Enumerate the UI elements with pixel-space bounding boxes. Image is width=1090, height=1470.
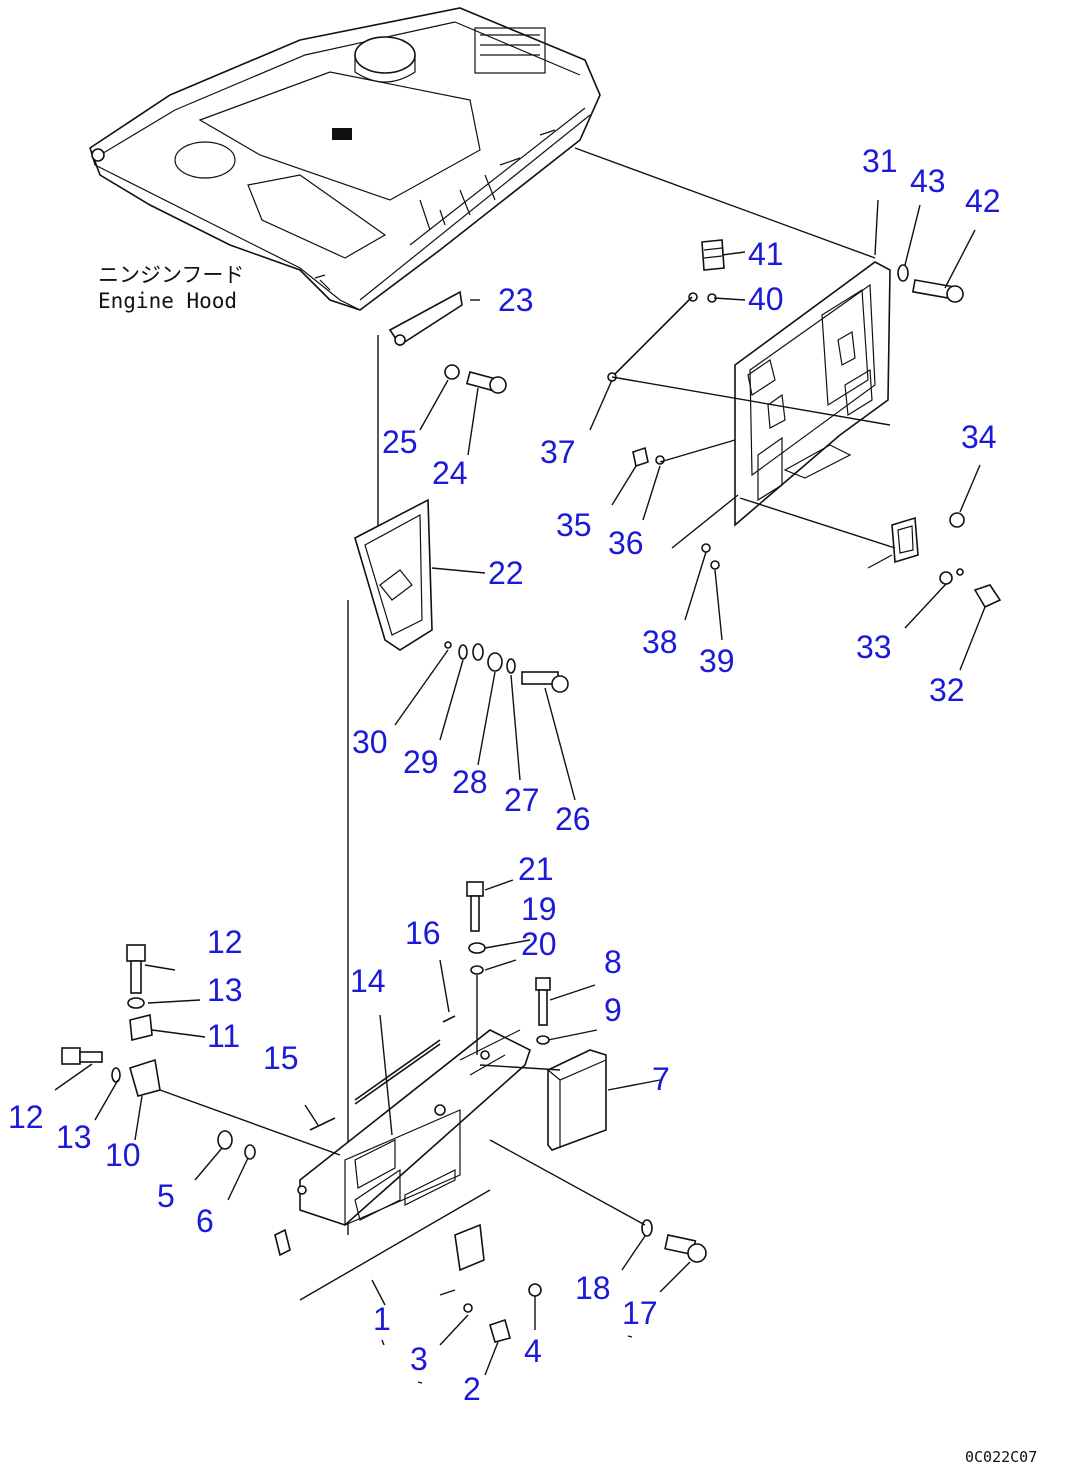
bolts-left-10-13 xyxy=(61,944,161,1097)
callout-28: 28 xyxy=(452,764,488,800)
callout-22: 22 xyxy=(488,555,524,591)
bolt-17-18 xyxy=(641,1219,707,1263)
callout-1: 1 xyxy=(373,1301,391,1337)
callout-2: 2 xyxy=(463,1371,481,1407)
callout-36: 36 xyxy=(608,525,644,561)
hinge-parts-40-43 xyxy=(688,239,964,303)
callout-labels: 1 2 3 4 5 6 7 8 9 10 11 12 12 13 13 14 1… xyxy=(8,143,1001,1407)
callout-39: 39 xyxy=(699,643,735,679)
callout-12a: 12 xyxy=(207,924,243,960)
callout-9: 9 xyxy=(604,992,622,1028)
callout-40: 40 xyxy=(748,281,784,317)
callout-35: 35 xyxy=(556,507,592,543)
plate-22 xyxy=(354,498,433,651)
callout-12b: 12 xyxy=(8,1099,44,1135)
callout-41: 41 xyxy=(748,236,784,272)
catch-32-34 xyxy=(867,512,1002,609)
hood-label-jp: ニンジンフード xyxy=(98,263,244,287)
callout-29: 29 xyxy=(403,744,439,780)
callout-14: 14 xyxy=(350,963,386,999)
callout-37: 37 xyxy=(540,434,576,470)
callout-20: 20 xyxy=(521,926,557,962)
callout-17: 17 xyxy=(622,1295,658,1331)
callout-31: 31 xyxy=(862,143,898,179)
callout-21: 21 xyxy=(518,851,554,887)
callout-23: 23 xyxy=(498,282,534,318)
callout-8: 8 xyxy=(604,944,622,980)
engine-hood xyxy=(89,7,601,311)
small-parts-2-6 xyxy=(217,1130,542,1343)
callout-4: 4 xyxy=(524,1333,542,1369)
latch-bracket xyxy=(388,290,463,347)
callout-43: 43 xyxy=(910,163,946,199)
bolts-8-9-19-21 xyxy=(466,881,551,1055)
small-parts-35-39 xyxy=(632,446,720,570)
callout-13a: 13 xyxy=(207,972,243,1008)
callout-42: 42 xyxy=(965,183,1001,219)
callout-24: 24 xyxy=(432,455,468,491)
hood-label-en: Engine Hood xyxy=(98,289,237,313)
callout-18: 18 xyxy=(575,1270,611,1306)
callout-13b: 13 xyxy=(56,1119,92,1155)
bolt-stack-26-30 xyxy=(444,641,569,693)
callout-26: 26 xyxy=(555,801,591,837)
callout-33: 33 xyxy=(856,629,892,665)
callout-16: 16 xyxy=(405,915,441,951)
callout-3: 3 xyxy=(410,1341,428,1377)
callout-34: 34 xyxy=(961,419,997,455)
callout-32: 32 xyxy=(929,672,965,708)
callout-19: 19 xyxy=(521,891,557,927)
callout-27: 27 xyxy=(504,782,540,818)
callout-11: 11 xyxy=(207,1018,240,1054)
drawing-code: 0C022C07 xyxy=(965,1448,1037,1466)
callout-10: 10 xyxy=(105,1137,141,1173)
callout-38: 38 xyxy=(642,624,678,660)
callout-15: 15 xyxy=(263,1040,299,1076)
callout-30: 30 xyxy=(352,724,388,760)
lower-panel xyxy=(297,1029,531,1226)
bolt-24 xyxy=(444,364,507,394)
box-7 xyxy=(547,1049,607,1151)
door-panel xyxy=(734,261,891,527)
callout-7: 7 xyxy=(652,1061,670,1097)
rods-14-16 xyxy=(309,1015,456,1131)
callout-6: 6 xyxy=(196,1203,214,1239)
callout-5: 5 xyxy=(157,1178,175,1214)
callout-25: 25 xyxy=(382,424,418,460)
stay-rod-37 xyxy=(607,296,693,382)
